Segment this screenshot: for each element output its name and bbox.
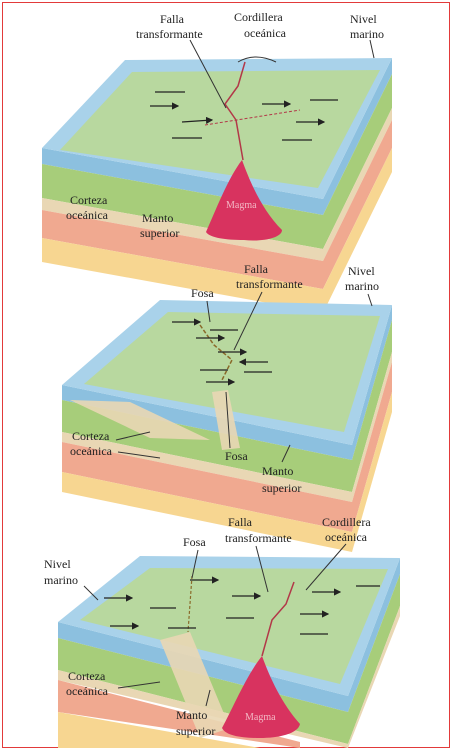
p1-ridge-line2: oceánica [244,26,287,40]
p3-crust-line2: oceánica [66,684,109,698]
p1-ridge-line1: Cordillera [234,10,283,24]
p3-sea-level-line1: Nivel [44,557,71,571]
p2-sea-level-line1: Nivel [348,264,375,278]
p1-sea-level-line2: marino [350,27,384,41]
p3-ridge-line1: Cordillera [322,515,371,529]
p2-crust-line1: Corteza [72,429,110,443]
p3-transform-fault-line2: transformante [225,531,292,545]
p3-trench-label: Fosa [183,535,206,549]
block-3 [58,556,400,748]
p1-crust-line1: Corteza [70,193,108,207]
p1-transform-fault-line2: transformante [136,27,203,41]
panel-1-ridge-with-transform: Falla transformante Cordillera oceánica … [42,10,392,313]
p2-mantle-line1: Manto [262,464,293,478]
p2-trench-bottom-label: Fosa [225,449,248,463]
p2-mantle-line2: superior [262,481,301,495]
p2-transform-fault-line2: transformante [236,277,303,291]
panel-2-trench-with-transform: Fosa Falla transformante Nivel marino Co… [62,262,392,552]
p1-sea-level-line1: Nivel [350,12,377,26]
p2-trench-top-label: Fosa [191,286,214,300]
p3-crust-line1: Corteza [68,669,106,683]
p1-crust-line2: oceánica [66,208,109,222]
p3-transform-fault-line1: Falla [228,515,253,529]
p3-magma-label: Magma [245,712,276,723]
p1-transform-fault-line1: Falla [160,12,185,26]
p1-mantle-line1: Manto [142,211,173,225]
p2-crust-line2: oceánica [70,444,113,458]
p3-ridge-line2: oceánica [325,530,368,544]
p1-mantle-line2: superior [140,226,179,240]
p3-mantle-line2: superior [176,724,215,738]
p2-sea-level-line2: marino [345,279,379,293]
block-1 [42,58,392,313]
p3-sea-level-line2: marino [44,573,78,587]
p1-magma-label: Magma [226,200,257,211]
p3-mantle-line1: Manto [176,708,207,722]
p2-transform-fault-line1: Falla [244,262,269,276]
